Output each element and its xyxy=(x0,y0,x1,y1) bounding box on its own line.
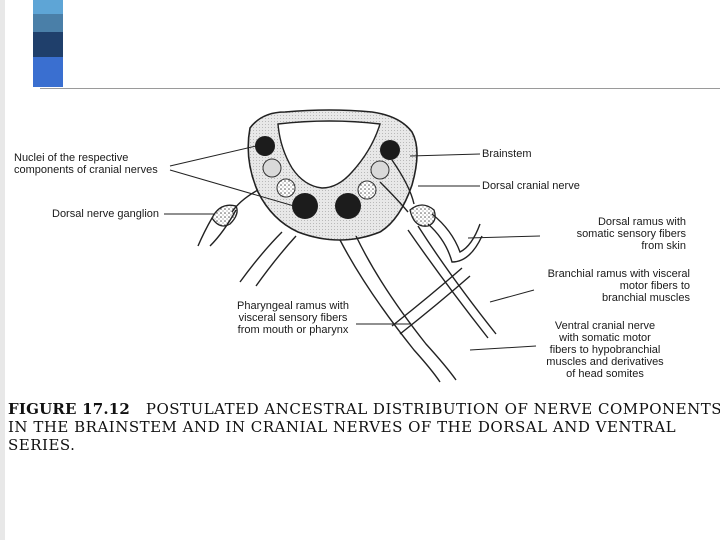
label-line: Dorsal ramus with xyxy=(597,216,686,228)
header-rule xyxy=(40,88,720,89)
pharyngeal-ramus xyxy=(391,267,463,327)
nucleus-right-2 xyxy=(370,160,390,180)
label-nuclei: Nuclei of the respective components of c… xyxy=(14,152,158,176)
decorative-color-swatch xyxy=(33,32,63,57)
leader-lines xyxy=(164,145,541,351)
nucleus-left-3 xyxy=(276,178,296,198)
label-line: muscles and derivatives xyxy=(546,356,664,368)
label-line: Branchial ramus with visceral xyxy=(547,268,690,280)
ventral-cranial-nerve xyxy=(339,239,441,383)
label-line: from mouth or pharynx xyxy=(237,324,349,336)
left-margin-strip xyxy=(0,0,5,540)
caption-line-1: FIGURE 17.12 POSTULATED ANCESTRAL DISTRI… xyxy=(8,400,720,418)
label-line: fibers to hypobranchial xyxy=(549,344,661,356)
decorative-color-swatch xyxy=(33,14,63,32)
decorative-color-swatch xyxy=(33,0,63,14)
label-dorsal-cranial-nerve: Dorsal cranial nerve xyxy=(482,180,580,192)
label-line: branchial muscles xyxy=(601,292,690,304)
label-pharyngeal-ramus: Pharyngeal ramus with visceral sensory f… xyxy=(228,300,358,336)
dorsal-ramus xyxy=(431,213,481,253)
label-line: Pharyngeal ramus with xyxy=(237,300,349,312)
nucleus-right-4 xyxy=(335,193,361,219)
label-ventral-cranial-nerve: Ventral cranial nerve with somatic motor… xyxy=(530,320,680,380)
decorative-color-swatch xyxy=(33,57,63,87)
left-ventral-root xyxy=(239,231,283,283)
caption-text: POSTULATED ANCESTRAL DISTRIBUTION OF NER… xyxy=(145,400,720,418)
label-line: with somatic motor xyxy=(559,332,651,344)
left-dorsal-ganglion xyxy=(211,204,238,227)
left-dorsal-root xyxy=(231,189,259,213)
branchial-ramus xyxy=(417,225,497,335)
label-line: somatic sensory fibers xyxy=(576,228,686,240)
right-dorsal-ganglion xyxy=(409,204,436,227)
nucleus-left-4 xyxy=(292,193,318,219)
nucleus-right-3 xyxy=(357,180,377,200)
label-branchial-ramus: Branchial ramus with visceral motor fibe… xyxy=(534,268,690,304)
caption-line-3: SERIES. xyxy=(8,436,76,454)
figure-caption: FIGURE 17.12 POSTULATED ANCESTRAL DISTRI… xyxy=(8,400,720,454)
label-line: components of cranial nerves xyxy=(14,164,158,176)
label-line: from skin xyxy=(641,240,686,252)
figure-number: FIGURE 17.12 xyxy=(8,400,131,418)
label-line: of head somites xyxy=(566,368,644,380)
label-line: Nuclei of the respective xyxy=(14,152,129,164)
label-line: Ventral cranial nerve xyxy=(554,320,656,332)
dorsal-cranial-nerve xyxy=(391,159,415,205)
nucleus-right-1 xyxy=(380,140,400,160)
label-line: visceral sensory fibers xyxy=(238,312,348,324)
ventricle xyxy=(277,120,381,189)
nucleus-left-2 xyxy=(262,158,282,178)
label-line: motor fibers to xyxy=(619,280,690,292)
label-dorsal-ganglion: Dorsal nerve ganglion xyxy=(52,208,160,220)
label-brainstem: Brainstem xyxy=(482,148,532,160)
caption-line-2: IN THE BRAINSTEM AND IN CRANIAL NERVES O… xyxy=(8,418,677,436)
label-dorsal-ramus: Dorsal ramus with somatic sensory fibers… xyxy=(536,216,686,252)
nucleus-left-1 xyxy=(255,136,275,156)
